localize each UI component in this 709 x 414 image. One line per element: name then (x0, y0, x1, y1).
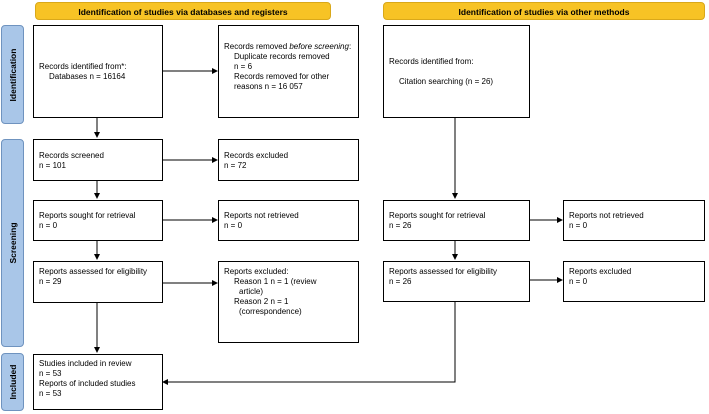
text: n = 72 (224, 161, 247, 170)
box-reports-assessed: Reports assessed for eligibility n = 29 (33, 261, 163, 303)
text: n = 0 (224, 221, 243, 230)
text: Reason 1 n = 1 (review (234, 277, 317, 286)
text: n = 53 (39, 369, 62, 378)
text: n = 0 (569, 277, 588, 286)
text: Records excluded (224, 151, 289, 160)
header-other-methods: Identification of studies via other meth… (383, 2, 705, 20)
box-reports-assessed-other: Reports assessed for eligibility n = 26 (383, 261, 530, 302)
text: Reports excluded (569, 267, 632, 276)
text: Reports assessed for eligibility (389, 267, 498, 276)
phase-screening: Screening (1, 139, 24, 347)
text: Reports sought for retrieval (39, 211, 136, 220)
text: n = 29 (39, 277, 62, 286)
box-reports-sought-other: Reports sought for retrieval n = 26 (383, 200, 530, 241)
text: n = 53 (39, 389, 62, 398)
text: (correspondence) (239, 307, 302, 316)
text: Reports not retrieved (224, 211, 299, 220)
box-records-removed: Records removed before screening: Duplic… (218, 25, 359, 118)
text: n = 101 (39, 161, 66, 170)
text: n = 0 (39, 221, 58, 230)
text: Databases n = 16164 (49, 72, 126, 81)
box-records-excluded: Records excluded n = 72 (218, 139, 359, 181)
box-reports-sought: Reports sought for retrieval n = 0 (33, 200, 163, 241)
text: : (348, 42, 352, 51)
text: Records removed before screening: (224, 42, 353, 52)
text: n = 0 (569, 221, 588, 230)
box-reports-excluded: Reports excluded: Reason 1 n = 1 (review… (218, 261, 359, 343)
text: article) (239, 287, 264, 296)
header-databases: Identification of studies via databases … (35, 2, 331, 20)
text: Reports sought for retrieval (389, 211, 486, 220)
text: Reports excluded: (224, 267, 289, 276)
box-reports-excluded-other: Reports excluded n = 0 (563, 261, 705, 302)
text (389, 67, 524, 77)
text: Citation searching (n = 26) (399, 77, 494, 86)
phase-identification: Identification (1, 25, 24, 124)
text: Records screened (39, 151, 104, 160)
text: n = 26 (389, 221, 412, 230)
text: Duplicate records removed (234, 52, 330, 61)
text: Records removed for other (234, 72, 330, 81)
text: Reason 2 n = 1 (234, 297, 289, 306)
text: Reports of included studies (39, 379, 136, 388)
box-reports-not-retrieved: Reports not retrieved n = 0 (218, 200, 359, 241)
text: reasons n = 16 057 (234, 82, 303, 91)
text: Records identified from*: (39, 62, 127, 71)
box-reports-not-retrieved-other: Reports not retrieved n = 0 (563, 200, 705, 241)
text: Records removed (224, 42, 290, 51)
box-studies-included: Studies included in review n = 53 Report… (33, 354, 163, 410)
box-records-screened: Records screened n = 101 (33, 139, 163, 181)
phase-included: Included (1, 353, 24, 411)
text: Reports assessed for eligibility (39, 267, 148, 276)
text: n = 26 (389, 277, 412, 286)
box-records-identified: Records identified from*: Databases n = … (33, 25, 163, 118)
arrow-other-assessed-to-included (162, 301, 456, 385)
text: Reports not retrieved (569, 211, 644, 220)
box-records-identified-other: Records identified from: Citation search… (383, 25, 530, 118)
text: before screening (289, 42, 349, 51)
text: n = 6 (234, 62, 253, 71)
text: Studies included in review (39, 359, 132, 368)
text: Records identified from: (389, 57, 474, 66)
